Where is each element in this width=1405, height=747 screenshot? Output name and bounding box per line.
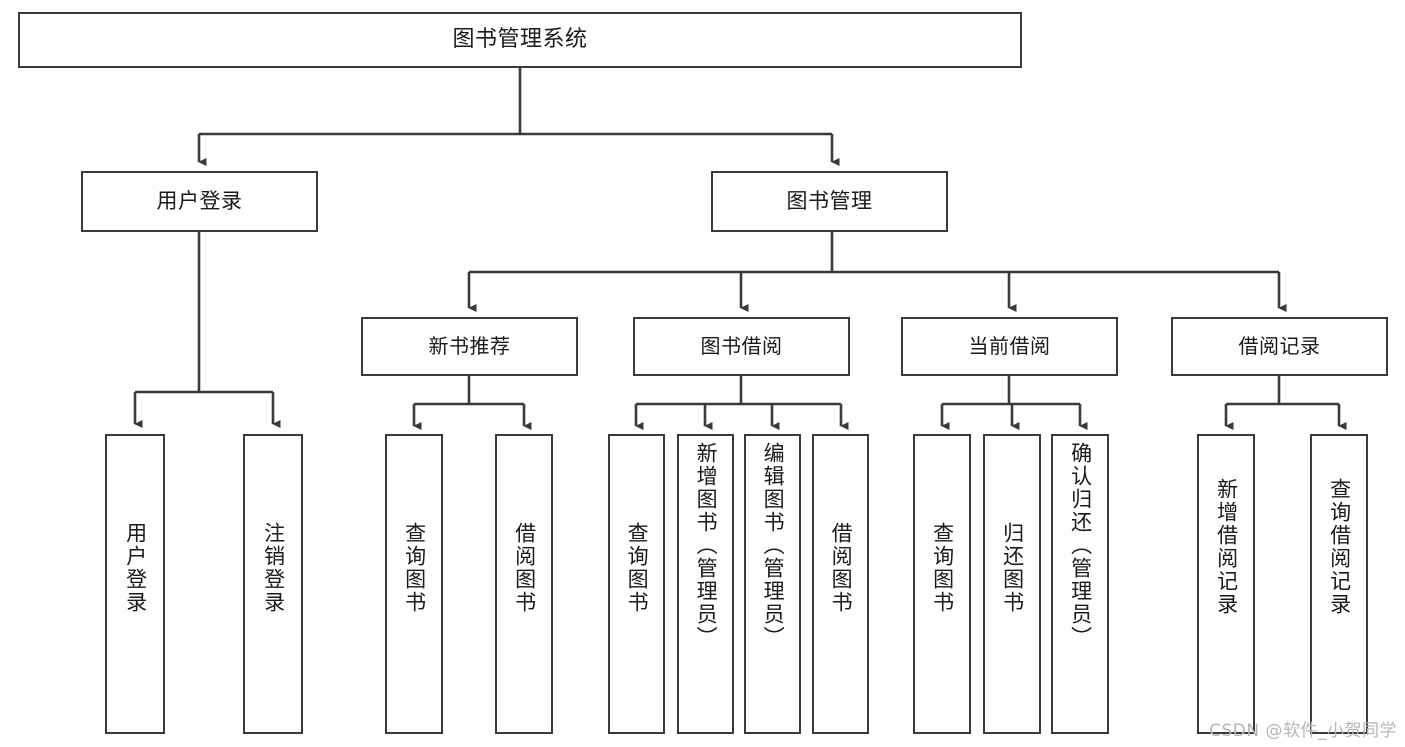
node-label: 新书推荐	[428, 334, 511, 359]
leaf-current-borrow-query[interactable]: 查询图书	[913, 434, 971, 734]
node-label: 查询借阅记录	[1327, 478, 1352, 616]
node-label: 借阅图书	[512, 522, 537, 614]
node-label: 查询图书	[625, 522, 650, 614]
node-root-system[interactable]: 图书管理系统	[18, 12, 1022, 68]
node-label: 新增借阅记录	[1214, 478, 1239, 616]
leaf-user-login-login[interactable]: 用户登录	[105, 434, 165, 734]
node-label: 查询图书	[402, 522, 427, 614]
node-label: 注销登录	[261, 522, 286, 614]
node-label: 确认归还（管理员）	[1068, 442, 1093, 649]
node-book-management[interactable]: 图书管理	[711, 171, 948, 232]
node-label: 归还图书	[1000, 522, 1025, 614]
node-label: 图书管理系统	[452, 26, 588, 52]
node-label: 新增图书（管理员）	[694, 442, 719, 649]
node-label: 用户登录	[156, 188, 243, 213]
leaf-book-borrow-add[interactable]: 新增图书（管理员）	[677, 434, 734, 734]
node-label: 借阅图书	[829, 522, 854, 614]
leaf-borrow-record-add[interactable]: 新增借阅记录	[1197, 434, 1255, 734]
node-borrow-record[interactable]: 借阅记录	[1171, 317, 1388, 376]
leaf-book-borrow-borrow[interactable]: 借阅图书	[812, 434, 869, 734]
node-current-borrow[interactable]: 当前借阅	[901, 317, 1118, 376]
leaf-new-book-query[interactable]: 查询图书	[385, 434, 443, 734]
csdn-watermark: CSDN @软件_小贺同学	[1209, 721, 1397, 741]
node-label: 查询图书	[930, 522, 955, 614]
node-label: 用户登录	[123, 522, 148, 614]
leaf-borrow-record-query[interactable]: 查询借阅记录	[1310, 434, 1368, 734]
node-label: 编辑图书（管理员）	[761, 442, 786, 649]
leaf-user-login-logout[interactable]: 注销登录	[243, 434, 303, 734]
node-label: 当前借阅	[968, 334, 1051, 359]
leaf-new-book-borrow[interactable]: 借阅图书	[495, 434, 553, 734]
node-label: 图书借阅	[700, 334, 783, 359]
node-book-borrow[interactable]: 图书借阅	[633, 317, 850, 376]
node-user-login[interactable]: 用户登录	[81, 171, 318, 232]
leaf-current-borrow-confirm[interactable]: 确认归还（管理员）	[1051, 434, 1109, 734]
leaf-book-borrow-edit[interactable]: 编辑图书（管理员）	[744, 434, 801, 734]
leaf-book-borrow-query[interactable]: 查询图书	[608, 434, 665, 734]
leaf-current-borrow-return[interactable]: 归还图书	[983, 434, 1041, 734]
node-new-book-recommend[interactable]: 新书推荐	[361, 317, 578, 376]
node-label: 借阅记录	[1238, 334, 1321, 359]
node-label: 图书管理	[786, 188, 873, 213]
